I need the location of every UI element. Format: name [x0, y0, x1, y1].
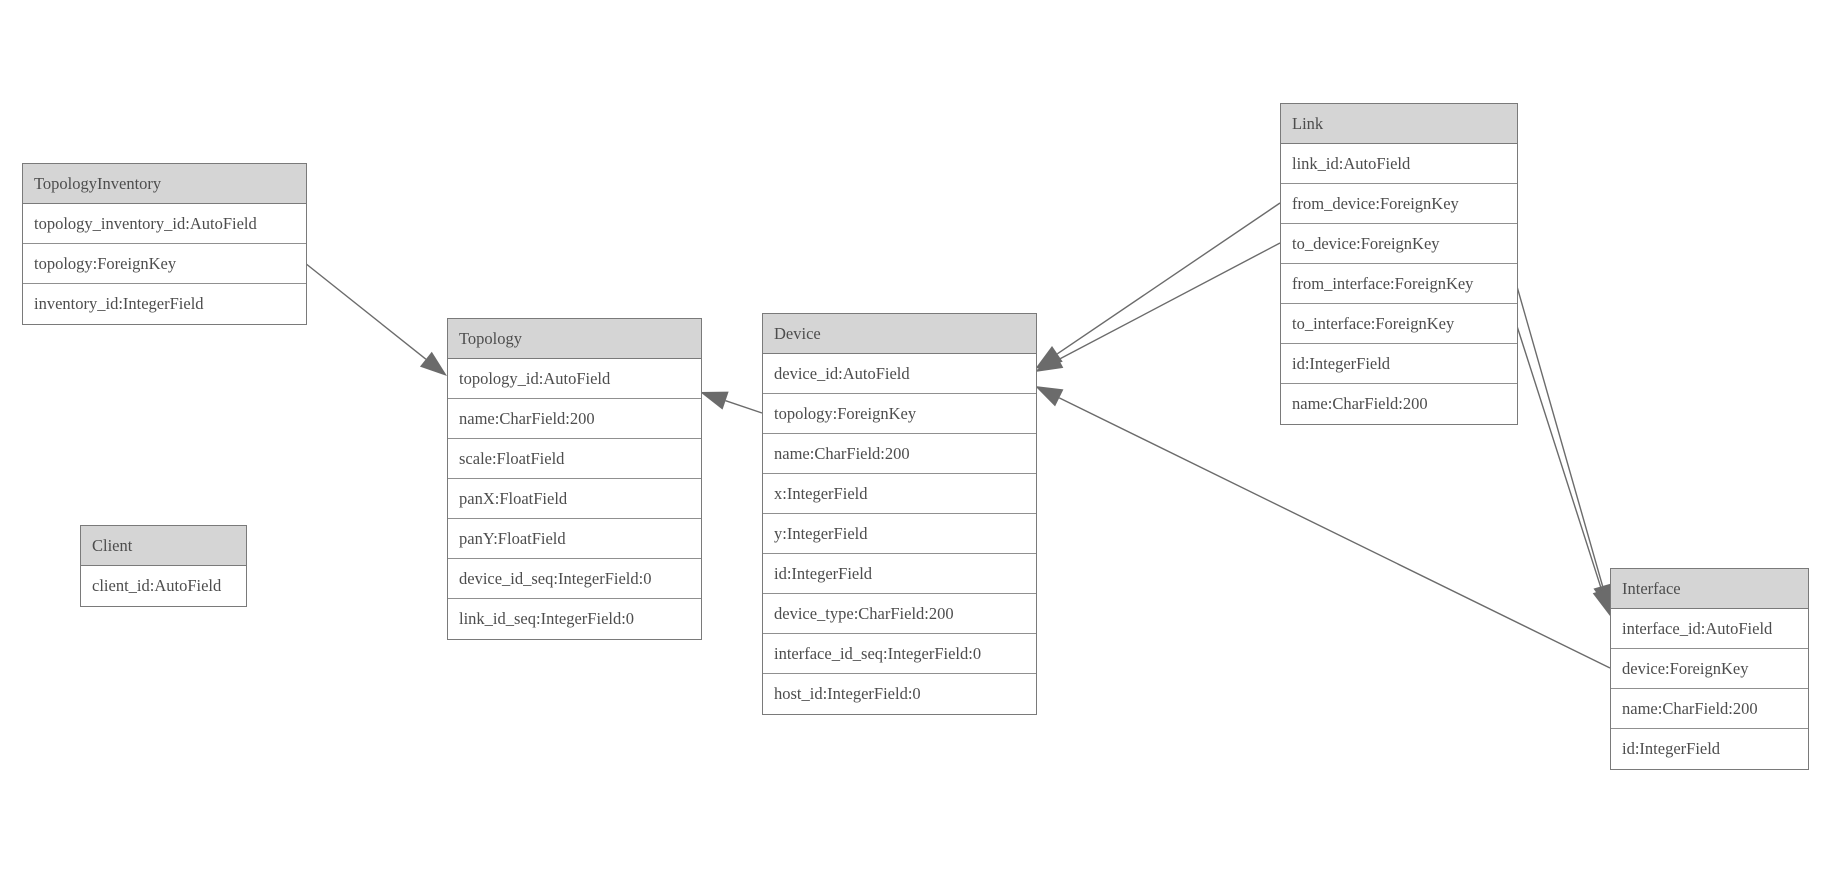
field-row: topology_id:AutoField: [448, 359, 701, 399]
relationship-arrowhead-icon: [700, 391, 729, 410]
table-header: Link: [1281, 104, 1517, 144]
field-label: inventory_id:IntegerField: [34, 294, 204, 313]
field-label: from_device:ForeignKey: [1292, 193, 1459, 213]
field-label: panY:FloatField: [459, 528, 566, 548]
table-title: TopologyInventory: [34, 173, 162, 193]
field-row: y:IntegerField: [763, 514, 1036, 554]
field-row: to_interface:ForeignKey: [1281, 304, 1517, 344]
field-row: id:IntegerField: [1281, 344, 1517, 384]
field-row: from_interface:ForeignKey: [1281, 264, 1517, 304]
relationship-line: [1515, 322, 1603, 591]
field-row: name:CharField:200: [1611, 689, 1808, 729]
field-row: scale:FloatField: [448, 439, 701, 479]
field-row: client_id:AutoField: [81, 566, 246, 606]
relationship-arrowhead-icon: [1035, 386, 1064, 407]
field-label: from_interface:ForeignKey: [1292, 273, 1474, 293]
field-row: name:CharField:200: [448, 399, 701, 439]
field-label: id:IntegerField: [1622, 739, 1721, 758]
field-label: name:CharField:200: [774, 443, 910, 463]
field-label: interface_id_seq:IntegerField:0: [774, 643, 982, 663]
field-row: topology_inventory_id:AutoField: [23, 204, 306, 244]
field-row: device:ForeignKey: [1611, 649, 1808, 689]
field-label: topology_id:AutoField: [459, 368, 611, 388]
table-header: Topology: [448, 319, 701, 359]
field-label: to_device:ForeignKey: [1292, 233, 1440, 253]
field-row: host_id:IntegerField:0: [763, 674, 1036, 714]
table-title: Interface: [1622, 578, 1681, 598]
field-row: name:CharField:200: [1281, 384, 1517, 424]
field-row: link_id_seq:IntegerField:0: [448, 599, 701, 639]
entity-table-interface: Interface interface_id:AutoField device:Fo…: [1610, 568, 1809, 770]
table-title: Link: [1292, 113, 1324, 133]
field-row: interface_id:AutoField: [1611, 609, 1808, 649]
field-row: device_type:CharField:200: [763, 594, 1036, 634]
field-label: name:CharField:200: [459, 408, 595, 428]
field-label: device_id_seq:IntegerField:0: [459, 568, 652, 588]
table-title: Device: [774, 323, 821, 343]
field-row: panY:FloatField: [448, 519, 701, 559]
field-label: name:CharField:200: [1622, 698, 1758, 718]
field-label: name:CharField:200: [1292, 394, 1428, 413]
field-row: to_device:ForeignKey: [1281, 224, 1517, 264]
field-label: client_id:AutoField: [92, 576, 222, 595]
field-label: topology_inventory_id:AutoField: [34, 213, 257, 233]
entity-table-link: Link link_id:AutoField from_device:Foreign…: [1280, 103, 1518, 425]
field-label: device_id:AutoField: [774, 363, 910, 383]
relationship-line: [1058, 397, 1611, 669]
field-label: interface_id:AutoField: [1622, 618, 1773, 638]
field-label: device_type:CharField:200: [774, 603, 954, 623]
field-label: id:IntegerField: [774, 563, 873, 583]
field-label: topology:ForeignKey: [774, 403, 917, 423]
relationship-arrowhead-icon: [1035, 351, 1064, 372]
relationship-line: [304, 262, 427, 360]
field-label: y:IntegerField: [774, 523, 868, 543]
table-header: Device: [763, 314, 1036, 354]
field-label: id:IntegerField: [1292, 353, 1391, 373]
entity-table-device: Device device_id:AutoField topology:Foreig…: [762, 313, 1037, 715]
field-label: link_id_seq:IntegerField:0: [459, 609, 635, 628]
relationship-line: [1056, 202, 1281, 355]
field-row: name:CharField:200: [763, 434, 1036, 474]
table-title: Client: [92, 535, 133, 555]
field-label: panX:FloatField: [459, 488, 568, 508]
table-header: Interface: [1611, 569, 1808, 609]
field-row: device_id_seq:IntegerField:0: [448, 559, 701, 599]
field-row: panX:FloatField: [448, 479, 701, 519]
relationship-line: [725, 399, 763, 414]
field-row: link_id:AutoField: [1281, 144, 1517, 184]
table-title: Topology: [459, 328, 523, 348]
field-row: interface_id_seq:IntegerField:0: [763, 634, 1036, 674]
relationship-arrowhead-icon: [419, 351, 447, 376]
field-label: x:IntegerField: [774, 483, 868, 503]
field-label: to_interface:ForeignKey: [1292, 313, 1455, 333]
field-label: scale:FloatField: [459, 448, 565, 468]
field-row: id:IntegerField: [763, 554, 1036, 594]
relationship-arrowhead-icon: [1592, 587, 1611, 616]
entity-table-topology: Topology topology_id:AutoField name:CharFi…: [447, 318, 702, 640]
field-row: id:IntegerField: [1611, 729, 1808, 769]
field-label: device:ForeignKey: [1622, 658, 1749, 678]
field-label: host_id:IntegerField:0: [774, 684, 921, 703]
table-header: Client: [81, 526, 246, 566]
field-label: link_id:AutoField: [1292, 153, 1411, 173]
field-row: inventory_id:IntegerField: [23, 284, 306, 324]
field-row: topology:ForeignKey: [23, 244, 306, 284]
field-row: from_device:ForeignKey: [1281, 184, 1517, 224]
field-row: device_id:AutoField: [763, 354, 1036, 394]
relationship-line: [1515, 282, 1604, 587]
relationship-line: [1058, 242, 1281, 361]
field-row: topology:ForeignKey: [763, 394, 1036, 434]
entity-table-client: Client client_id:AutoField: [80, 525, 247, 607]
field-label: topology:ForeignKey: [34, 253, 177, 273]
table-header: TopologyInventory: [23, 164, 306, 204]
entity-table-topologyinventory: TopologyInventory topology_inventory_id:A…: [22, 163, 307, 325]
field-row: x:IntegerField: [763, 474, 1036, 514]
